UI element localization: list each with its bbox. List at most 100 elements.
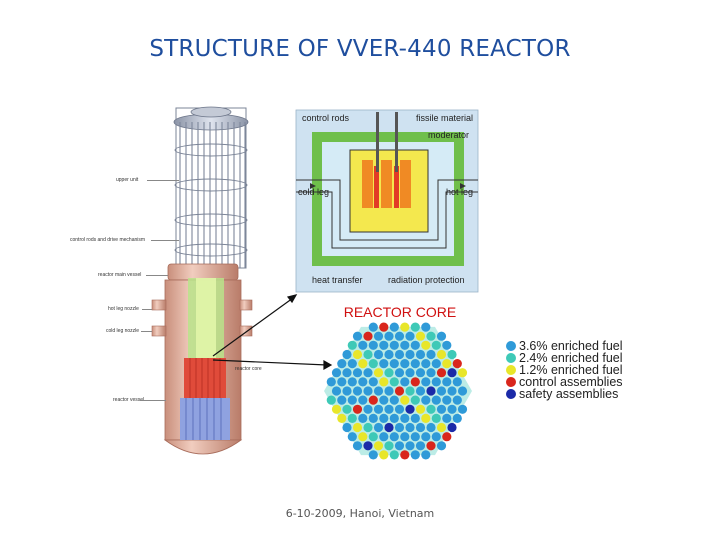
fuel-assembly: [384, 368, 394, 378]
fuel-assembly: [358, 359, 368, 369]
fuel-assembly: [389, 432, 399, 442]
fuel-assembly: [452, 395, 462, 405]
fuel-assembly: [415, 349, 426, 360]
core-caption: REACTOR CORE: [343, 304, 457, 320]
fuel-assembly: [337, 395, 347, 405]
fuel-assembly: [405, 331, 415, 341]
fuel-assembly: [426, 331, 436, 341]
fuel-assembly: [394, 441, 405, 451]
fuel-assembly: [368, 432, 378, 442]
fuel-assembly: [436, 386, 447, 396]
fuel-assembly: [363, 422, 373, 433]
fuel-assembly: [373, 422, 384, 433]
fuel-assembly: [426, 404, 436, 414]
fuel-assembly: [389, 450, 399, 460]
fuel-assembly: [410, 340, 420, 350]
legend-label: 2.4% enriched fuel: [519, 351, 623, 365]
fuel-assembly: [405, 349, 415, 360]
fuel-assembly: [400, 340, 410, 350]
fuel-assembly: [415, 441, 426, 451]
fuel-assembly: [426, 368, 436, 378]
fuel-assembly: [410, 322, 420, 332]
fuel-assembly: [410, 432, 420, 442]
fuel-assembly: [347, 340, 357, 350]
fuel-assembly: [442, 377, 452, 387]
fuel-assembly: [431, 377, 441, 387]
fuel-assembly: [379, 359, 389, 369]
fuel-assembly: [384, 386, 394, 396]
legend-label: 3.6% enriched fuel: [519, 339, 623, 353]
fuel-assembly: [426, 441, 436, 451]
schematic-label-radiation-protection: radiation protection: [388, 275, 465, 285]
fuel-assembly: [436, 404, 447, 414]
fuel-assembly: [442, 432, 452, 442]
fuel-assembly: [421, 377, 431, 387]
fuel-assembly: [337, 377, 347, 387]
fuel-assembly: [389, 340, 399, 350]
connector-arrows: [212, 294, 333, 371]
fuel-assembly: [394, 368, 405, 378]
fuel-assembly: [442, 395, 452, 405]
fuel-assembly: [394, 422, 405, 433]
fuel-assembly: [373, 404, 384, 414]
fuel-assembly: [368, 322, 378, 332]
fuel-assembly: [347, 359, 357, 369]
schematic-label-hot-leg: hot leg: [446, 187, 474, 197]
fuel-assembly: [331, 404, 342, 414]
fuel-assembly: [442, 359, 452, 369]
fuel-assembly: [457, 404, 468, 414]
fuel-assembly: [373, 368, 384, 378]
label-cold-leg-nozzle: cold leg nozzle: [106, 328, 140, 334]
fuel-assembly: [421, 322, 431, 332]
fuel-assembly: [436, 422, 447, 433]
fuel-assembly: [421, 450, 431, 460]
fuel-assembly: [331, 386, 342, 396]
fuel-assembly: [331, 368, 342, 378]
fuel-assembly: [342, 404, 352, 414]
fuel-assembly: [405, 441, 415, 451]
fuel-assembly: [442, 340, 452, 350]
fuel-assembly: [363, 441, 373, 451]
label-reactor-vessel: reactor vessel: [113, 397, 145, 403]
label-reactor-main-vessel: reactor main vessel: [98, 272, 142, 278]
fuel-assembly: [368, 450, 378, 460]
fuel-assembly: [389, 322, 399, 332]
fuel-assembly: [384, 331, 394, 341]
fuel-assembly: [342, 386, 352, 396]
fuel-assembly: [389, 359, 399, 369]
fuel-assembly: [415, 331, 426, 341]
label-reactor-core: reactor core: [235, 366, 262, 372]
fuel-assembly: [379, 395, 389, 405]
reactor-core-map: [324, 322, 472, 460]
fuel-assembly: [368, 377, 378, 387]
label-hot-leg-nozzle: hot leg nozzle: [108, 306, 139, 312]
fuel-assembly: [400, 450, 410, 460]
fuel-assembly: [363, 404, 373, 414]
fuel-assembly: [379, 413, 389, 423]
fuel-assembly: [447, 349, 457, 360]
fuel-assembly: [373, 349, 384, 360]
fuel-assembly: [389, 395, 399, 405]
fuel-assembly: [442, 413, 452, 423]
fuel-assembly: [410, 359, 420, 369]
fuel-assembly: [436, 349, 447, 360]
schematic-label-fissile-material: fissile material: [416, 113, 474, 123]
fuel-assembly: [421, 413, 431, 423]
fuel-assembly: [394, 331, 405, 341]
legend-label: 1.2% enriched fuel: [519, 363, 623, 377]
fuel-assembly: [410, 395, 420, 405]
fuel-assembly: [431, 359, 441, 369]
fuel-assembly: [410, 450, 420, 460]
fuel-assembly: [358, 340, 368, 350]
fuel-assembly: [431, 395, 441, 405]
fuel-assembly: [405, 422, 415, 433]
schematic-label-heat-transfer: heat transfer: [312, 275, 363, 285]
reactor-schematic: [295, 109, 479, 293]
fuel-assembly: [415, 386, 426, 396]
schematic-label-moderator: moderator: [428, 130, 470, 140]
footer-text: 6-10-2009, Hanoi, Vietnam: [285, 507, 435, 520]
main-vessel-body: [151, 263, 253, 455]
fuel-assembly: [379, 377, 389, 387]
fuel-assembly: [379, 322, 389, 332]
fuel-assembly: [337, 359, 347, 369]
